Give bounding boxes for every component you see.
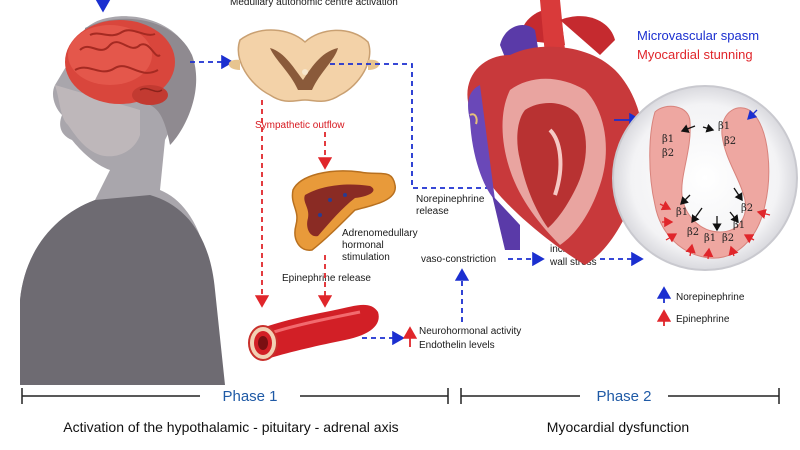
norepinephrine-path-arrow [330,63,542,196]
legend-epinephrine-label: Epinephrine [676,314,730,325]
wall-stress-label-2: wall stress [549,257,597,268]
beta-receptor-labels: β1 β2 β1 β2 β1 β2 β2 β1 β2 β1 [662,121,753,244]
beta1-label-e: β1 [733,220,745,231]
beta2-label-b: β2 [724,136,736,147]
beta2-label-a: β2 [662,148,674,159]
brain-icon [65,20,175,105]
heart-icon [467,0,644,265]
phase1-label: Phase 1 [222,388,277,405]
ventricle-wall-icon [649,105,770,259]
top-caption: Medullary autonomic centre activation [230,0,398,8]
blood-vessel-icon [248,304,379,361]
epinephrine-release-label: Epinephrine release [282,273,371,284]
beta2-label-d: β2 [687,227,699,238]
myocardial-stunning-label: Myocardial stunning [637,47,753,62]
adrenomedullary-label-1: Adrenomedullary [342,228,418,239]
vasoconstriction-label: vaso-constriction [421,254,496,265]
beta1-label-b: β1 [718,121,730,132]
beta1-label-a: β1 [662,134,674,145]
neurohormonal-label: Neurohormonal activity [419,326,521,337]
adrenal-gland-icon [291,170,396,251]
phase2-label: Phase 2 [596,388,651,405]
adrenomedullary-label-2: hormonal [342,240,384,251]
sympathetic-outflow-label: Sympathetic outflow [255,120,345,131]
beta2-label-c: β2 [741,203,753,214]
phase1-timeline [21,388,449,404]
norepinephrine-release-label-2: release [416,206,449,217]
phase2-timeline [460,388,780,404]
legend-norepinephrine-label: Norepinephrine [676,292,745,303]
microvascular-spasm-label: Microvascular spasm [637,28,759,43]
beta1-label-d: β1 [704,233,716,244]
phase1-description: Activation of the hypothalamic - pituita… [63,419,398,435]
norepinephrine-release-label-1: Norepinephrine [416,194,485,205]
endothelin-label: Endothelin levels [419,340,495,351]
adrenomedullary-label-3: stimulation [342,252,390,263]
epinephrine-arrows [659,109,771,260]
phase2-description: Myocardial dysfunction [547,419,689,435]
beta2-label-e: β2 [722,233,734,244]
spinal-cord-icon [228,29,380,102]
beta1-label-c: β1 [676,207,688,218]
receptor-arrows [680,123,743,232]
